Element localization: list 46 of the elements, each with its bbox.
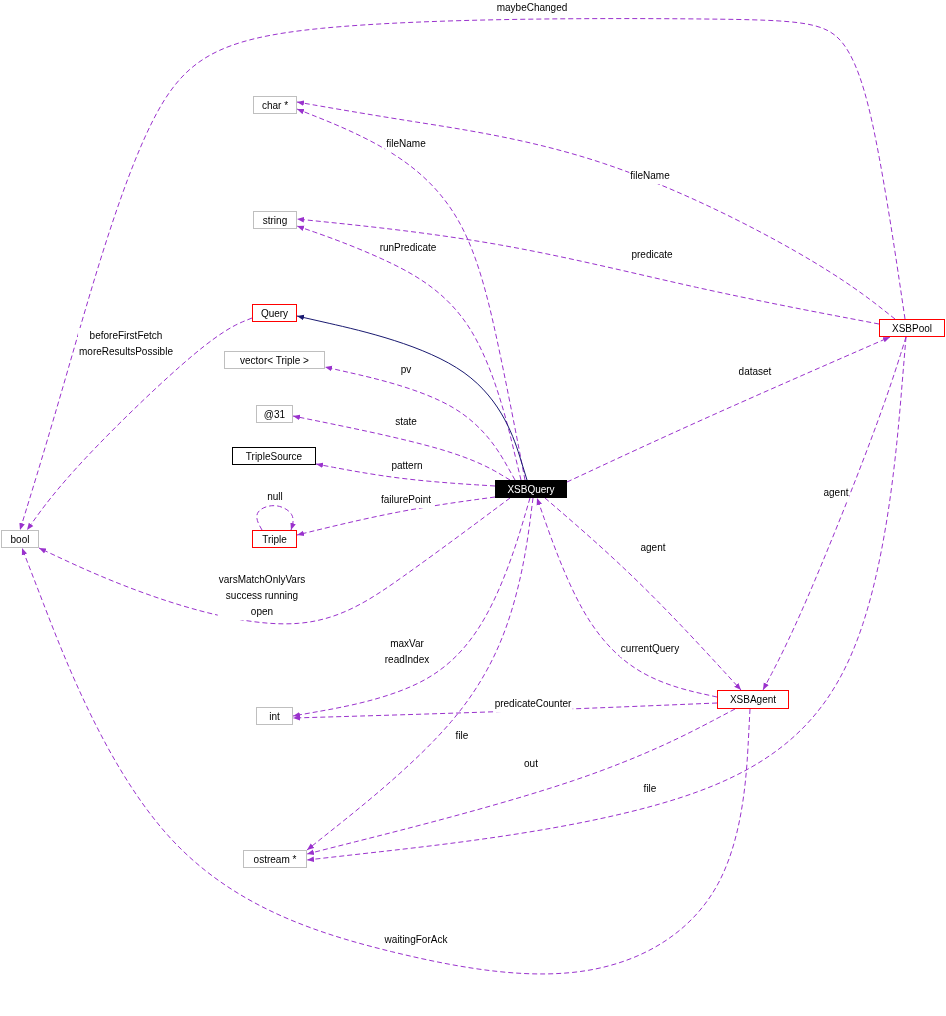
arrow — [296, 496, 496, 537]
edge-label: agent — [639, 540, 667, 556]
arrow — [324, 365, 516, 481]
arrow — [306, 336, 907, 862]
class-box: Triple — [252, 530, 297, 548]
class-box: bool — [1, 530, 39, 548]
arrow — [296, 100, 896, 320]
edge-label: varsMatchOnlyVars success running open — [217, 572, 307, 620]
edge-label: failurePoint — [380, 492, 432, 508]
edge-label: pattern — [390, 458, 424, 474]
arrow — [544, 497, 742, 691]
class-box: int — [256, 707, 293, 725]
class-box: @31 — [256, 405, 293, 423]
class-box: string — [253, 211, 297, 229]
edge-label: waitingForAck — [383, 932, 449, 948]
edge-label: fileName — [385, 136, 427, 152]
class-box: Query — [252, 304, 297, 322]
arrow — [306, 708, 736, 855]
arrow — [315, 462, 496, 487]
self-loop-arrow — [256, 505, 296, 531]
class-box: XSBAgent — [717, 690, 789, 709]
arrow — [38, 497, 511, 625]
arrow — [292, 497, 531, 718]
arrow — [296, 314, 528, 481]
arrow — [19, 18, 906, 531]
edge-label: fileName — [629, 168, 671, 184]
arrow — [292, 414, 511, 481]
arrow — [26, 317, 253, 531]
arrow — [566, 336, 891, 483]
class-box: XSBQuery — [495, 480, 567, 498]
arrow — [536, 497, 718, 698]
arrow — [21, 547, 751, 975]
class-box: XSBPool — [879, 319, 945, 337]
edge-label: predicateCounter — [493, 696, 573, 712]
arrow — [296, 216, 880, 325]
class-box: ostream * — [243, 850, 307, 868]
arrow — [306, 497, 534, 851]
edge-label: agent — [822, 485, 850, 501]
arrow — [296, 108, 526, 481]
edge-label: maybeChanged — [495, 0, 569, 16]
class-box: char * — [253, 96, 297, 114]
edge-label: currentQuery — [619, 641, 681, 657]
edge-label: predicate — [630, 247, 674, 263]
class-box: vector< Triple > — [224, 351, 325, 369]
arrow — [296, 225, 522, 481]
class-box: TripleSource — [232, 447, 316, 465]
